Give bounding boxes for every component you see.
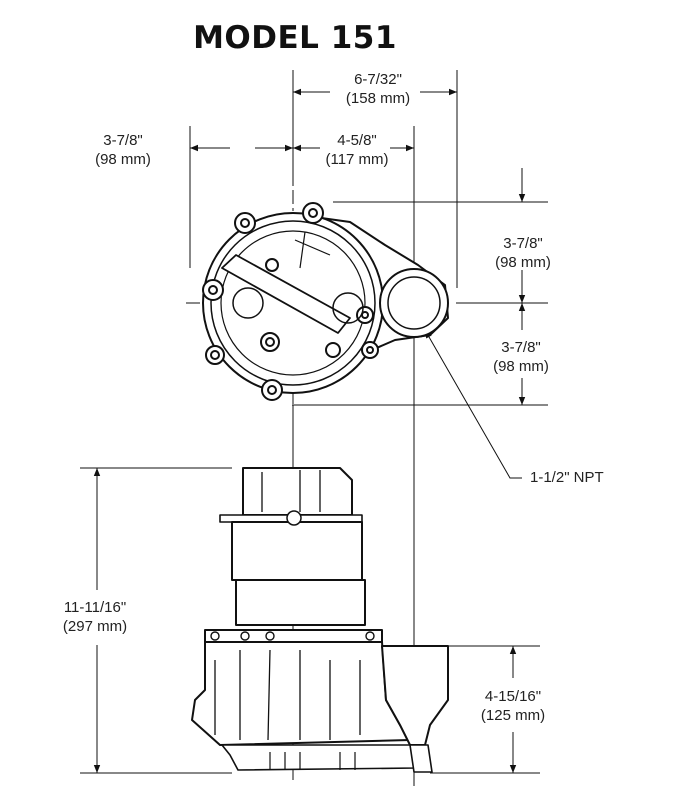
- dim-base-height-metric: (125 mm): [480, 707, 546, 724]
- dim-left-offset: 3-7/8" (98 mm): [78, 131, 168, 169]
- dimension-arrows: [93, 88, 526, 773]
- dim-center-to-discharge-imperial: 4-5/8": [337, 132, 377, 149]
- discharge-label: 1-1/2" NPT: [530, 468, 630, 487]
- page-title: MODEL 151: [193, 20, 397, 56]
- dim-lower-depth-metric: (98 mm): [493, 358, 549, 375]
- dim-upper-depth-imperial: 3-7/8": [503, 235, 543, 252]
- dim-overall-height-metric: (297 mm): [62, 618, 128, 635]
- dim-base-height: 4-15/16" (125 mm): [463, 687, 563, 725]
- dim-left-offset-imperial: 3-7/8": [103, 132, 143, 149]
- dim-upper-depth: 3-7/8" (98 mm): [478, 234, 568, 272]
- dim-base-height-imperial: 4-15/16": [484, 688, 542, 705]
- dim-upper-depth-metric: (98 mm): [495, 254, 551, 271]
- dim-top-width-imperial: 6-7/32": [354, 71, 402, 88]
- dim-overall-height-imperial: 11-11/16": [63, 599, 127, 616]
- dim-left-offset-metric: (98 mm): [95, 151, 151, 168]
- dim-lower-depth-imperial: 3-7/8": [501, 339, 541, 356]
- dim-center-to-discharge: 4-5/8" (117 mm): [312, 131, 402, 169]
- pump-side-view: [191, 467, 449, 773]
- pump-top-view: [202, 202, 449, 401]
- discharge-npt-text: 1-1/2" NPT: [530, 469, 604, 486]
- dim-lower-depth: 3-7/8" (98 mm): [476, 338, 566, 376]
- dim-top-width-metric: (158 mm): [345, 90, 411, 107]
- dim-top-width: 6-7/32" (158 mm): [333, 70, 423, 108]
- dim-center-to-discharge-metric: (117 mm): [325, 151, 389, 168]
- dim-overall-height: 11-11/16" (297 mm): [50, 598, 140, 636]
